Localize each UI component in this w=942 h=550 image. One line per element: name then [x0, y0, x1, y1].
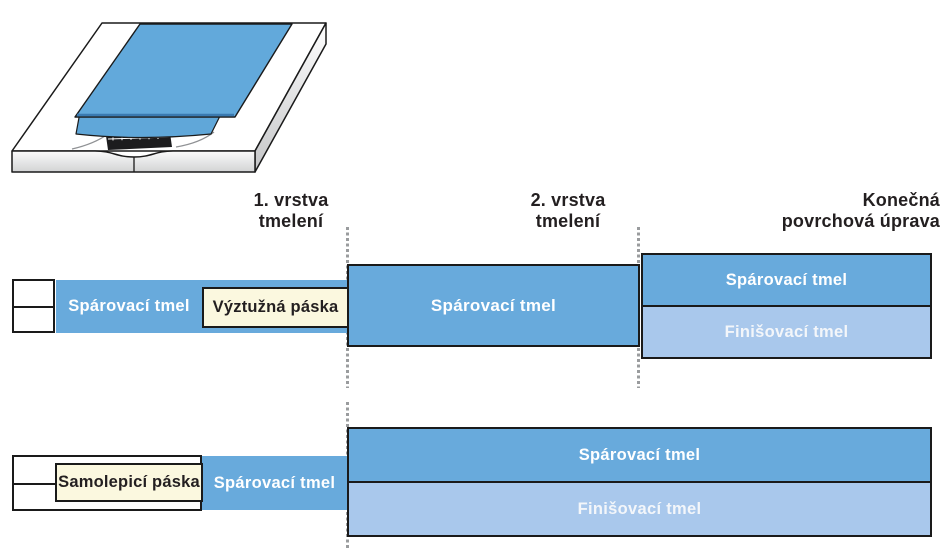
row2-first-coat-bar: Spárovací tmel: [202, 456, 347, 510]
drywall-joint-isometric-icon: [11, 22, 327, 173]
row2-final-joint-compound-layer: Spárovací tmel: [349, 429, 930, 483]
header-second-coat-line2: tmelení: [535, 211, 601, 231]
header-first-coat-line2: tmelení: [258, 211, 324, 231]
row2-final-finishing-compound-layer: Finišovací tmel: [349, 483, 930, 535]
row1-first-coat-label: Spárovací tmel: [68, 297, 190, 315]
header-second-coat: 2. vrstva tmelení: [488, 190, 648, 232]
header-final-finish-line2: povrchová úprava: [781, 211, 940, 231]
row2-final-finish-box: Spárovací tmel Finišovací tmel: [347, 427, 932, 537]
row1-final-joint-compound-layer: Spárovací tmel: [643, 255, 930, 307]
row1-board-joint-divider: [14, 306, 53, 308]
row1-reinforcing-tape-label: Výztužná páska: [212, 298, 339, 316]
row1-final-top-label: Spárovací tmel: [725, 270, 848, 289]
header-second-coat-line1: 2. vrstva: [530, 190, 606, 210]
row1-board-joint-box: [12, 279, 55, 333]
row1-final-bottom-label: Finišovací tmel: [724, 322, 849, 341]
header-first-coat: 1. vrstva tmelení: [211, 190, 371, 232]
row2-final-top-label: Spárovací tmel: [578, 445, 701, 464]
compound-strip: [75, 111, 223, 139]
row1-final-finish-box: Spárovací tmel Finišovací tmel: [641, 253, 932, 359]
row2-first-coat-label: Spárovací tmel: [213, 473, 336, 492]
row1-second-coat-label: Spárovací tmel: [430, 295, 557, 315]
header-first-coat-line1: 1. vrstva: [253, 190, 329, 210]
row1-second-coat-box: Spárovací tmel: [347, 264, 640, 347]
row1-reinforcing-tape-box: Výztužná páska: [202, 287, 349, 328]
compound-sheet: [74, 23, 293, 118]
header-final-finish: Konečná povrchová úprava: [680, 190, 940, 232]
header-final-finish-line1: Konečná: [862, 190, 940, 210]
row2-self-adhesive-tape-box: Samolepicí páska: [55, 463, 203, 502]
row1-final-finishing-compound-layer: Finišovací tmel: [643, 307, 930, 357]
row2-final-bottom-label: Finišovací tmel: [577, 499, 702, 518]
row2-self-adhesive-tape-label: Samolepicí páska: [58, 473, 200, 491]
